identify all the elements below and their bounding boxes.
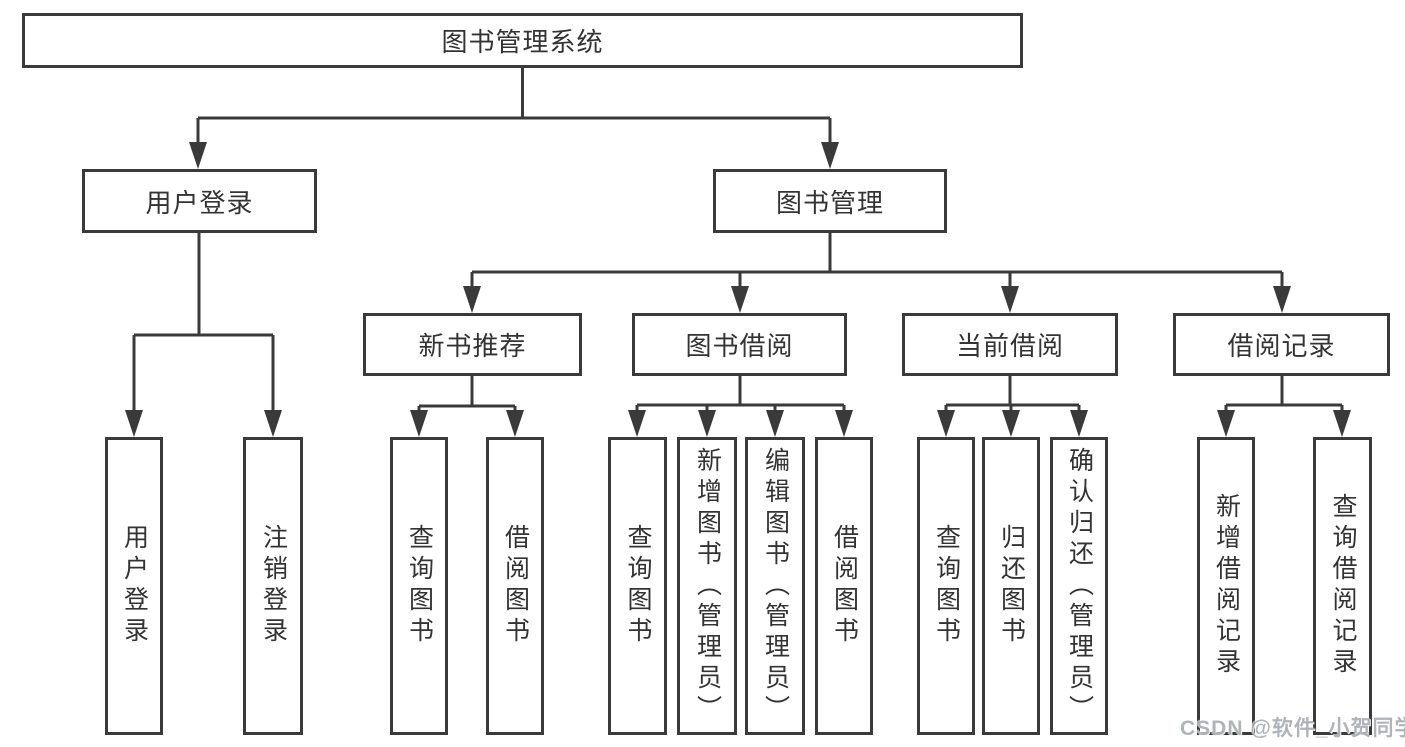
node-user-login-label: 用户登录 bbox=[145, 187, 254, 218]
leaf-query-books-current: 查询图书 bbox=[917, 437, 975, 735]
leaf-edit-book-admin: 编辑图书（管理员） bbox=[745, 437, 805, 735]
node-new-book-recommend-label: 新书推荐 bbox=[418, 331, 527, 361]
leaf-user-login: 用户登录 bbox=[105, 437, 163, 735]
leaf-borrow-books-recommend: 借阅图书 bbox=[486, 437, 544, 735]
node-current-borrowing-label: 当前借阅 bbox=[955, 331, 1064, 361]
leaf-query-books-recommend: 查询图书 bbox=[390, 437, 448, 735]
node-new-book-recommend: 新书推荐 bbox=[363, 313, 582, 376]
leaf-return-books: 归还图书 bbox=[982, 437, 1040, 735]
leaf-add-book-admin: 新增图书（管理员） bbox=[677, 437, 737, 735]
leaf-query-borrow-record: 查询借阅记录 bbox=[1313, 437, 1372, 735]
node-borrowing-records-label: 借阅记录 bbox=[1227, 331, 1336, 361]
node-borrowing-records: 借阅记录 bbox=[1173, 313, 1390, 376]
leaf-query-books-borrow: 查询图书 bbox=[608, 437, 667, 735]
node-user-login: 用户登录 bbox=[82, 169, 317, 233]
node-root-label: 图书管理系统 bbox=[441, 27, 604, 57]
node-book-management: 图书管理 bbox=[713, 169, 947, 233]
leaf-borrow-books: 借阅图书 bbox=[815, 437, 873, 735]
leaf-confirm-return-admin: 确认归还（管理员） bbox=[1050, 437, 1108, 735]
node-book-borrowing: 图书借阅 bbox=[632, 313, 847, 376]
node-book-borrowing-label: 图书借阅 bbox=[685, 331, 794, 361]
arrowheads bbox=[125, 142, 1351, 437]
leaf-logout: 注销登录 bbox=[243, 437, 303, 735]
node-root: 图书管理系统 bbox=[22, 13, 1023, 68]
leaf-add-borrow-record: 新增借阅记录 bbox=[1197, 437, 1255, 735]
csdn-watermark: CSDN @软件_小贺同学 bbox=[1180, 717, 1405, 740]
node-book-management-label: 图书管理 bbox=[775, 187, 884, 218]
node-current-borrowing: 当前借阅 bbox=[902, 313, 1118, 376]
